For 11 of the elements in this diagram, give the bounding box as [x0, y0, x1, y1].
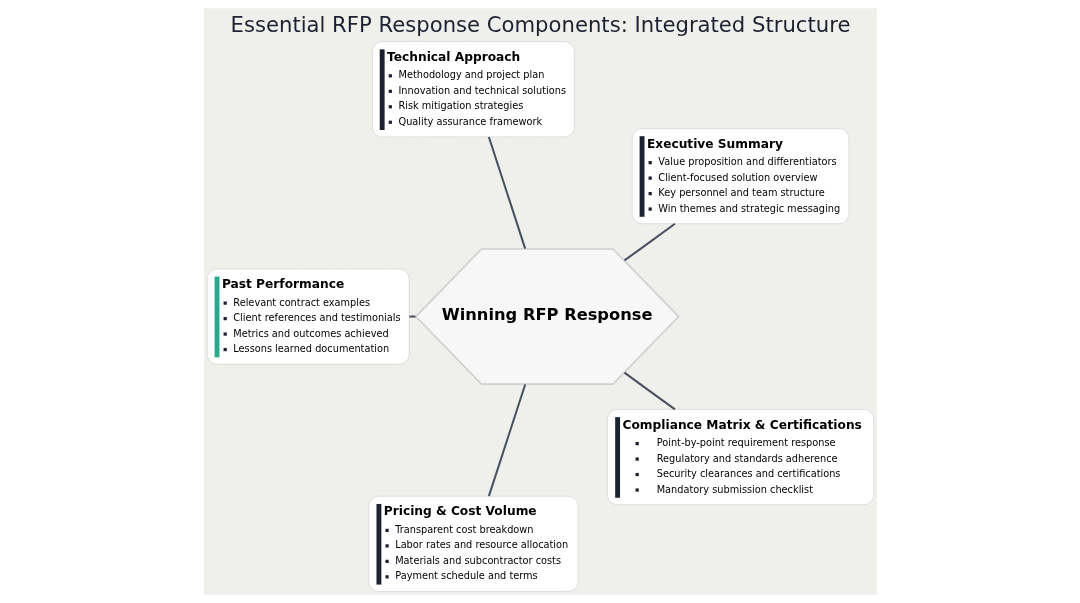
- connector: [408, 315, 415, 318]
- node-box: Compliance Matrix & Certifications Point-by-point requirement response Regulatory and standards adherence Security clearances and certifications Mandatory submission checklist: [606, 409, 874, 506]
- node-box: Past Performance Relevant contract examples Client references and testimonials Metrics and outcomes achieved Lessons learned documentation: [206, 268, 410, 365]
- node-box: Executive Summary Value proposition and differentiators Client-focused solution overview Key personnel and team structure Win themes and strategic messaging: [631, 128, 849, 225]
- node-box: Pricing & Cost Volume Transparent cost breakdown Labor rates and resource allocation Materials and subcontractor costs Payment schedule and terms: [367, 495, 578, 592]
- connector: [487, 384, 526, 497]
- diagram-title: Essential RFP Response Components: Integrated Structure: [230, 11, 850, 37]
- connector: [487, 136, 526, 249]
- node-box: Technical Approach Methodology and project plan Innovation and technical solutions Risk mitigation strategies Quality assurance framework: [371, 41, 575, 138]
- connector: [623, 222, 676, 262]
- connector: [623, 371, 676, 411]
